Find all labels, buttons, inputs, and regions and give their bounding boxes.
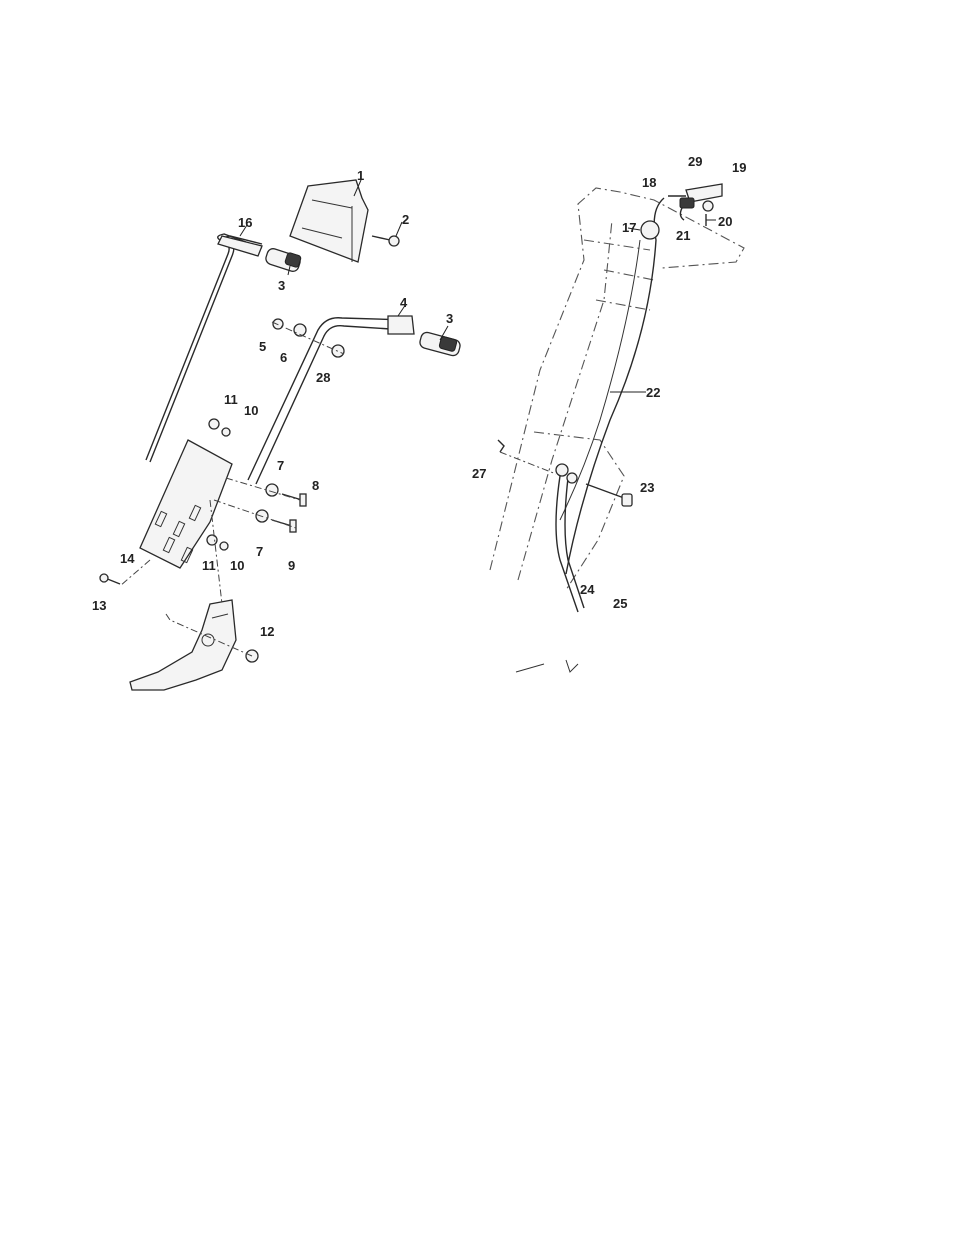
- callout-8: 8: [312, 478, 319, 493]
- callout-29: 29: [688, 154, 702, 169]
- callout-11-lower: 11: [202, 558, 216, 573]
- callout-28: 28: [316, 370, 330, 385]
- callout-14: 14: [120, 551, 135, 566]
- upper-handle-tube-left: [150, 236, 262, 462]
- callout-13: 13: [92, 598, 106, 613]
- upper-handle-tube-right: [248, 318, 408, 480]
- callout-22: 22: [646, 385, 660, 400]
- callout-3-right: 3: [446, 311, 453, 326]
- bolt-2: [372, 236, 399, 246]
- callout-25: 25: [613, 596, 627, 611]
- callout-24: 24: [580, 582, 595, 597]
- callout-2: 2: [402, 212, 409, 227]
- callout-7-upper: 7: [277, 458, 284, 473]
- left-handle-assembly: [100, 180, 461, 690]
- callout-21: 21: [676, 228, 690, 243]
- control-knob: [641, 221, 659, 239]
- console-cover: [290, 180, 368, 262]
- callout-16: 16: [238, 215, 252, 230]
- callout-10-lower: 10: [230, 558, 244, 573]
- callout-27: 27: [472, 466, 486, 481]
- callout-11-upper: 11: [224, 392, 238, 407]
- callout-4: 4: [400, 295, 408, 310]
- callout-20: 20: [718, 214, 732, 229]
- callout-18: 18: [642, 175, 656, 190]
- mounting-plate: [140, 440, 232, 568]
- callout-7-lower: 7: [256, 544, 263, 559]
- callout-10-upper: 10: [244, 403, 258, 418]
- callout-9: 9: [288, 558, 295, 573]
- control-handle: [680, 184, 722, 211]
- callout-19: 19: [732, 160, 746, 175]
- carriage-bolt-13: [100, 574, 120, 584]
- lower-handle-bracket: [130, 600, 236, 690]
- knob-3-right: [419, 331, 462, 357]
- bolt-8: [266, 484, 306, 506]
- callout-1: 1: [357, 168, 364, 183]
- callout-23: 23: [640, 480, 654, 495]
- callout-17: 17: [622, 220, 636, 235]
- callout-12: 12: [260, 624, 274, 639]
- callout-5: 5: [259, 339, 266, 354]
- shift-rod: [556, 476, 578, 612]
- callout-3-upper: 3: [278, 278, 285, 293]
- callout-6: 6: [280, 350, 287, 365]
- knob-3-upper: [264, 247, 301, 273]
